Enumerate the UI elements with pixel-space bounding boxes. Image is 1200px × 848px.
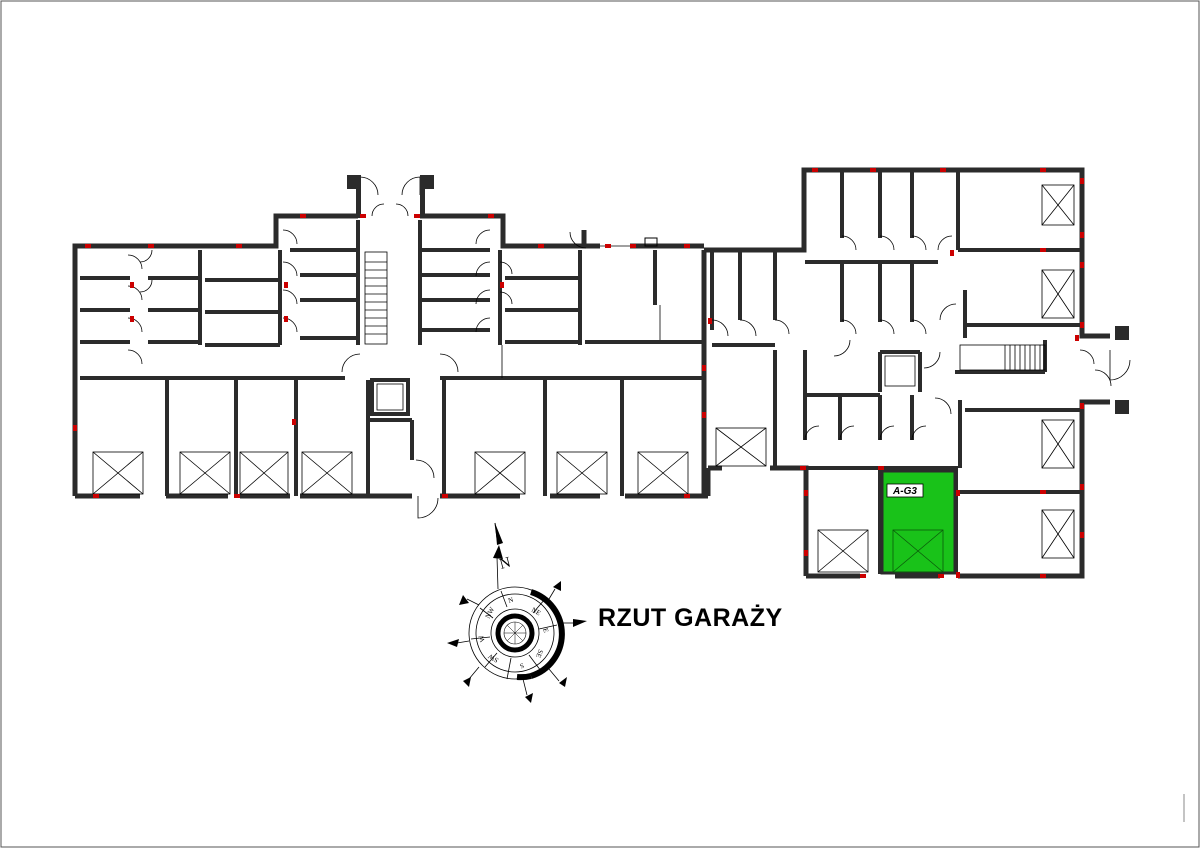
compass-label-s: S [519, 661, 525, 670]
west-wing [72, 213, 708, 499]
drawing-title: RZUT GARAŻY [598, 604, 783, 632]
east-wing-details [711, 184, 1131, 573]
east-entrance [1115, 326, 1129, 414]
unit-a-g3-label: A-G3 [892, 486, 917, 497]
compass-label-e: E [541, 627, 550, 634]
west-wing-partitions [80, 220, 705, 496]
compass-north-letter: N [498, 555, 513, 573]
compass-label-w: W [477, 634, 487, 643]
unit-a-g3-label-box [886, 483, 924, 498]
compass-label-n: N [507, 596, 514, 605]
red-markers [73, 168, 1084, 578]
unit-a-g3[interactable]: A-G3 [880, 469, 957, 575]
compass-label-ne: NE [530, 606, 542, 618]
west-wing-details [92, 176, 689, 519]
compass-label-se: SE [534, 648, 544, 659]
unit-a-g3-cross-2 [892, 529, 944, 573]
unit-a-g3-parking-box [892, 529, 944, 573]
compass-rose: N N NE E SE S SW W NW [447, 522, 587, 703]
north-entrance [347, 175, 658, 247]
north-arrow-icon [495, 523, 503, 545]
